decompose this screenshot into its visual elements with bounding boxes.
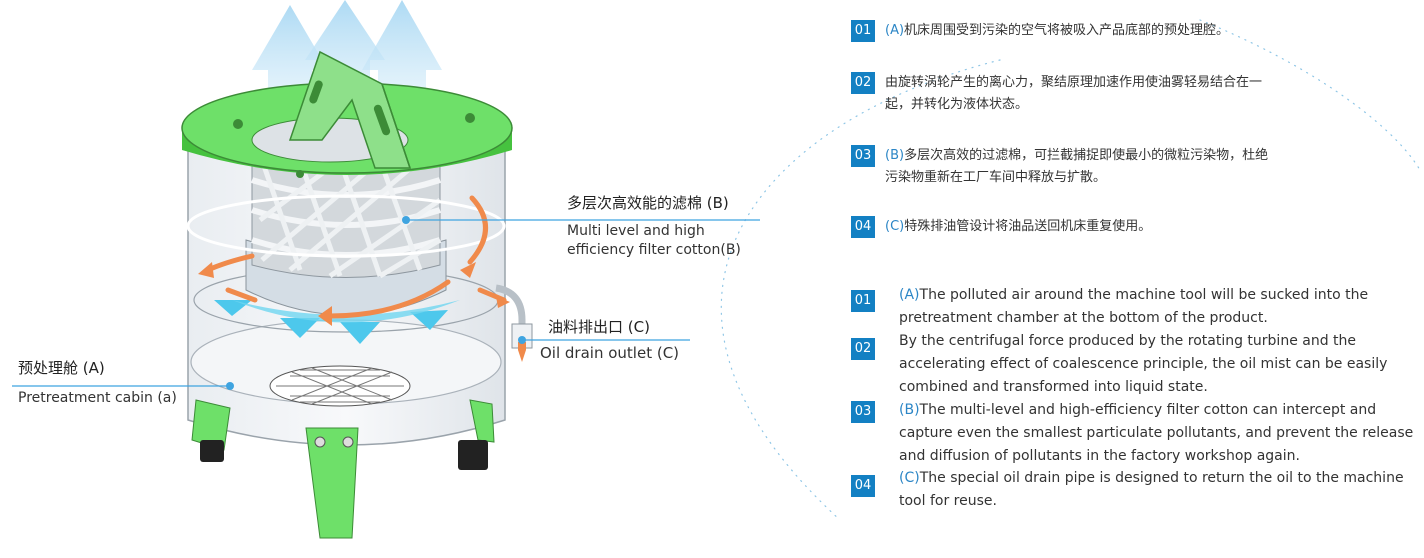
zh-step-2: 02 由旋转涡轮产生的离心力，聚结原理加速作用使油雾轻易结合在一 起，并转化为液… [851, 72, 1262, 116]
swirl-ring [186, 194, 506, 258]
step-line: accelerating effect of coalescence princ… [899, 356, 1388, 372]
step-tag: (B) [899, 402, 920, 418]
step-line: 污染物重新在工厂车间中释放与扩散。 [885, 170, 1107, 185]
step-number-badge: 03 [851, 145, 875, 167]
callout-filter-en-2: efficiency filter cotton(B) [567, 242, 741, 258]
callout-filter-zh: 多层次高效能的滤棉 (B) [567, 194, 729, 212]
en-step-3: 03 (B)The multi-level and high-efficienc… [851, 399, 1413, 468]
callout-cabin-zh: 预处理舱 (A) [18, 359, 105, 377]
step-line: pretreatment chamber at the bottom of th… [899, 310, 1268, 326]
en-step-1: 01 (A)The polluted air around the machin… [851, 284, 1368, 330]
step-line: The multi-level and high-efficiency filt… [919, 402, 1377, 418]
step-tag: (B) [885, 148, 905, 163]
callout-filter-en-1: Multi level and high [567, 223, 705, 239]
leg-right [469, 399, 495, 443]
callout-oil-drain-en: Oil drain outlet (C) [540, 344, 679, 363]
step-number-badge: 04 [851, 475, 875, 497]
decorative-dotted-arc [720, 19, 1421, 521]
step-line: 由旋转涡轮产生的离心力，聚结原理加速作用使油雾轻易结合在一 [885, 75, 1263, 90]
leader-dots [226, 216, 526, 390]
step-number-badge: 04 [851, 216, 875, 238]
step-line: The polluted air around the machine tool… [919, 287, 1369, 303]
step-number-badge: 01 [851, 290, 875, 312]
callout-oil-drain: 油料排出口 (C) [548, 317, 650, 337]
step-line: 起，并转化为液体状态。 [885, 97, 1029, 112]
zh-step-4: 04 (C)特殊排油管设计将油品送回机床重复使用。 [851, 216, 1151, 238]
step-line: 特殊排油管设计将油品送回机床重复使用。 [904, 219, 1152, 234]
step-tag: (A) [885, 23, 905, 38]
step-tag: (C) [899, 470, 920, 486]
step-line: and diffusion of pollutants in the facto… [899, 448, 1300, 464]
step-line: capture even the smallest particulate po… [899, 425, 1414, 441]
callout-filter-cotton: 多层次高效能的滤棉 (B) Multi level and high effic… [567, 193, 741, 260]
callout-drain-en: Oil drain outlet (C) [540, 344, 680, 362]
filter-turbine-assembly [193, 149, 499, 344]
step-line: combined and transformed into liquid sta… [899, 379, 1208, 395]
leg-front [305, 427, 359, 539]
callout-pretreatment-cabin: 预处理舱 (A) Pretreatment cabin (a) [18, 358, 177, 408]
step-number-badge: 03 [851, 401, 875, 423]
step-line: 机床周围受到污染的空气将被吸入产品底部的预处理腔。 [904, 23, 1230, 38]
step-number-badge: 01 [851, 20, 875, 42]
leader-lines [12, 219, 760, 387]
en-step-2: 02 By the centrifugal force produced by … [851, 330, 1387, 399]
en-step-4: 04 (C)The special oil drain pipe is desi… [851, 467, 1404, 513]
zh-step-1: 01 (A)机床周围受到污染的空气将被吸入产品底部的预处理腔。 [851, 20, 1229, 42]
step-line: The special oil drain pipe is designed t… [919, 470, 1404, 486]
step-number-badge: 02 [851, 338, 875, 360]
callout-drain-zh: 油料排出口 (C) [548, 318, 650, 336]
step-number-badge: 02 [851, 72, 875, 94]
step-tag: (A) [899, 287, 920, 303]
step-tag: (C) [885, 219, 905, 234]
step-line: By the centrifugal force produced by the… [899, 333, 1357, 349]
top-handle [288, 50, 412, 169]
step-line: 多层次高效的过滤棉，可拦截捕捉即使最小的微粒污染物，杜绝 [904, 148, 1269, 163]
step-line: tool for reuse. [899, 493, 997, 509]
airflow-arrowheads [198, 262, 510, 326]
callout-cabin-en: Pretreatment cabin (a) [18, 390, 177, 406]
zh-step-3: 03 (B)多层次高效的过滤棉，可拦截捕捉即使最小的微粒污染物，杜绝 污染物重新… [851, 145, 1268, 189]
